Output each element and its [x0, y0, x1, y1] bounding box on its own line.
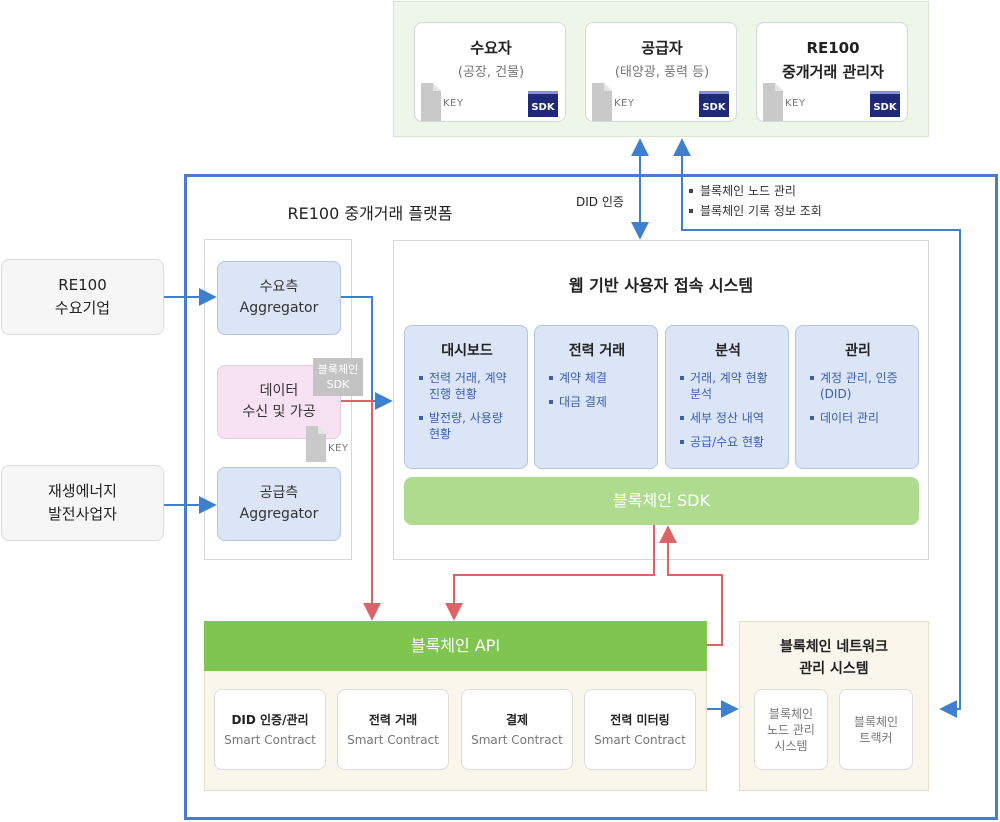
module-item: 대금 결제	[547, 394, 647, 410]
blockchain-sdk-badge: 블록체인 SDK	[313, 358, 363, 396]
node-line3: 시스템	[774, 738, 808, 753]
module-analysis: 분석 거래, 계약 현황 분석 세부 정산 내역 공급/수요 현황	[665, 325, 789, 469]
web-system-title: 웹 기반 사용자 접속 시스템	[568, 276, 754, 295]
network-title: 블록체인 네트워크 관리 시스템	[739, 636, 929, 680]
supply-line1: 공급측	[259, 485, 299, 501]
key-label: KEY	[612, 97, 637, 110]
key-label: KEY	[783, 97, 808, 110]
node-line2: 노드 관리	[767, 722, 815, 737]
network-title-line2: 관리 시스템	[799, 661, 869, 677]
demand-line2: Aggregator	[239, 300, 319, 316]
module-title: 분석	[715, 343, 741, 359]
contract-metering: 전력 미터링 Smart Contract	[584, 689, 696, 770]
module-item: 거래, 계약 현황 분석	[678, 370, 778, 402]
module-item: 계약 체결	[547, 370, 647, 386]
key-icon: KEY	[763, 83, 813, 123]
node-management-system: 블록체인 노드 관리 시스템	[754, 689, 828, 770]
manager-subtitle: 중개거래 관리자	[782, 63, 884, 81]
key-icon: KEY	[592, 83, 642, 123]
manager-card: RE100 중개거래 관리자 KEY SDK	[756, 22, 908, 122]
manager-title: RE100	[806, 39, 860, 57]
module-power-trade: 전력 거래 계약 체결 대금 결제	[534, 325, 658, 469]
module-item: 세부 정산 내역	[678, 410, 778, 426]
blockchain-tracker: 블록체인 트랙커	[839, 689, 913, 770]
contract-sub: Smart Contract	[224, 732, 316, 747]
module-title: 관리	[845, 343, 871, 359]
module-dashboard: 대시보드 전력 거래, 계약 진행 현황 발전량, 사용량 현황	[404, 325, 528, 469]
contract-did: DID 인증/관리 Smart Contract	[214, 689, 326, 770]
consumer-subtitle: (공장, 건물)	[457, 65, 525, 80]
supplier-subtitle: (태양광, 풍력 등)	[614, 65, 710, 80]
data-processing-box: 데이터 수신 및 가공	[217, 365, 341, 439]
renewable-generator: 재생에너지 발전사업자	[1, 465, 164, 541]
contract-power-trade: 전력 거래 Smart Contract	[337, 689, 449, 770]
generator-line1: 재생에너지	[47, 482, 117, 500]
consumer-card: 수요자 (공장, 건물) KEY SDK	[414, 22, 566, 122]
contract-title: 전력 미터링	[610, 712, 670, 727]
sdk-icon: SDK	[870, 91, 900, 117]
re100-line2: 수요기업	[54, 299, 111, 317]
module-item: 데이터 관리	[808, 410, 908, 426]
blockchain-sdk-bar: 블록체인 SDK	[404, 477, 919, 525]
supplier-card: 공급자 (태양광, 풍력 등) KEY SDK	[585, 22, 737, 122]
contract-payment: 결제 Smart Contract	[461, 689, 573, 770]
supply-aggregator: 공급측 Aggregator	[217, 467, 341, 541]
module-title: 대시보드	[441, 343, 493, 359]
key-label: KEY	[441, 97, 466, 110]
data-line2: 수신 및 가공	[242, 404, 316, 420]
badge-line2: SDK	[326, 378, 350, 391]
data-line1: 데이터	[259, 383, 299, 399]
sdk-icon: SDK	[528, 91, 558, 117]
sdk-icon: SDK	[699, 91, 729, 117]
blockchain-notes: 블록체인 노드 관리 블록체인 기록 정보 조회	[688, 181, 888, 221]
key-icon: KEY	[306, 426, 356, 466]
note-item: 블록체인 노드 관리	[688, 181, 888, 201]
contract-title: 결제	[505, 712, 529, 727]
platform-frame	[184, 174, 998, 820]
consumer-title: 수요자	[470, 39, 512, 57]
tracker-line2: 트랙커	[859, 730, 893, 745]
contract-title: DID 인증/관리	[231, 712, 309, 727]
node-line1: 블록체인	[768, 706, 814, 721]
contract-sub: Smart Contract	[471, 732, 563, 747]
supply-line2: Aggregator	[239, 506, 319, 522]
tracker-line1: 블록체인	[853, 714, 899, 729]
platform-title: RE100 중개거래 플랫폼	[287, 204, 453, 223]
badge-line1: 블록체인	[317, 363, 359, 376]
demand-line1: 수요측	[259, 279, 299, 295]
contract-sub: Smart Contract	[347, 732, 439, 747]
module-item: 계정 관리, 인증 (DID)	[808, 370, 908, 402]
module-item: 전력 거래, 계약 진행 현황	[417, 370, 517, 402]
module-management: 관리 계정 관리, 인증 (DID) 데이터 관리	[795, 325, 919, 469]
contract-title: 전력 거래	[368, 712, 418, 727]
supplier-title: 공급자	[641, 39, 683, 57]
generator-line2: 발전사업자	[47, 505, 117, 523]
module-item: 공급/수요 현황	[678, 434, 778, 450]
note-item: 블록체인 기록 정보 조회	[688, 201, 888, 221]
demand-aggregator: 수요측 Aggregator	[217, 261, 341, 335]
re100-demand-company: RE100 수요기업	[1, 259, 164, 335]
module-title: 전력 거래	[568, 343, 626, 359]
re100-line1: RE100	[58, 276, 107, 294]
module-item: 발전량, 사용량 현황	[417, 410, 517, 442]
key-icon: KEY	[421, 83, 471, 123]
key-label: KEY	[326, 442, 351, 455]
contract-sub: Smart Contract	[594, 732, 686, 747]
blockchain-api-bar: 블록체인 API	[204, 621, 707, 671]
did-auth-label: DID 인증	[576, 195, 624, 209]
network-title-line1: 블록체인 네트워크	[780, 639, 888, 655]
